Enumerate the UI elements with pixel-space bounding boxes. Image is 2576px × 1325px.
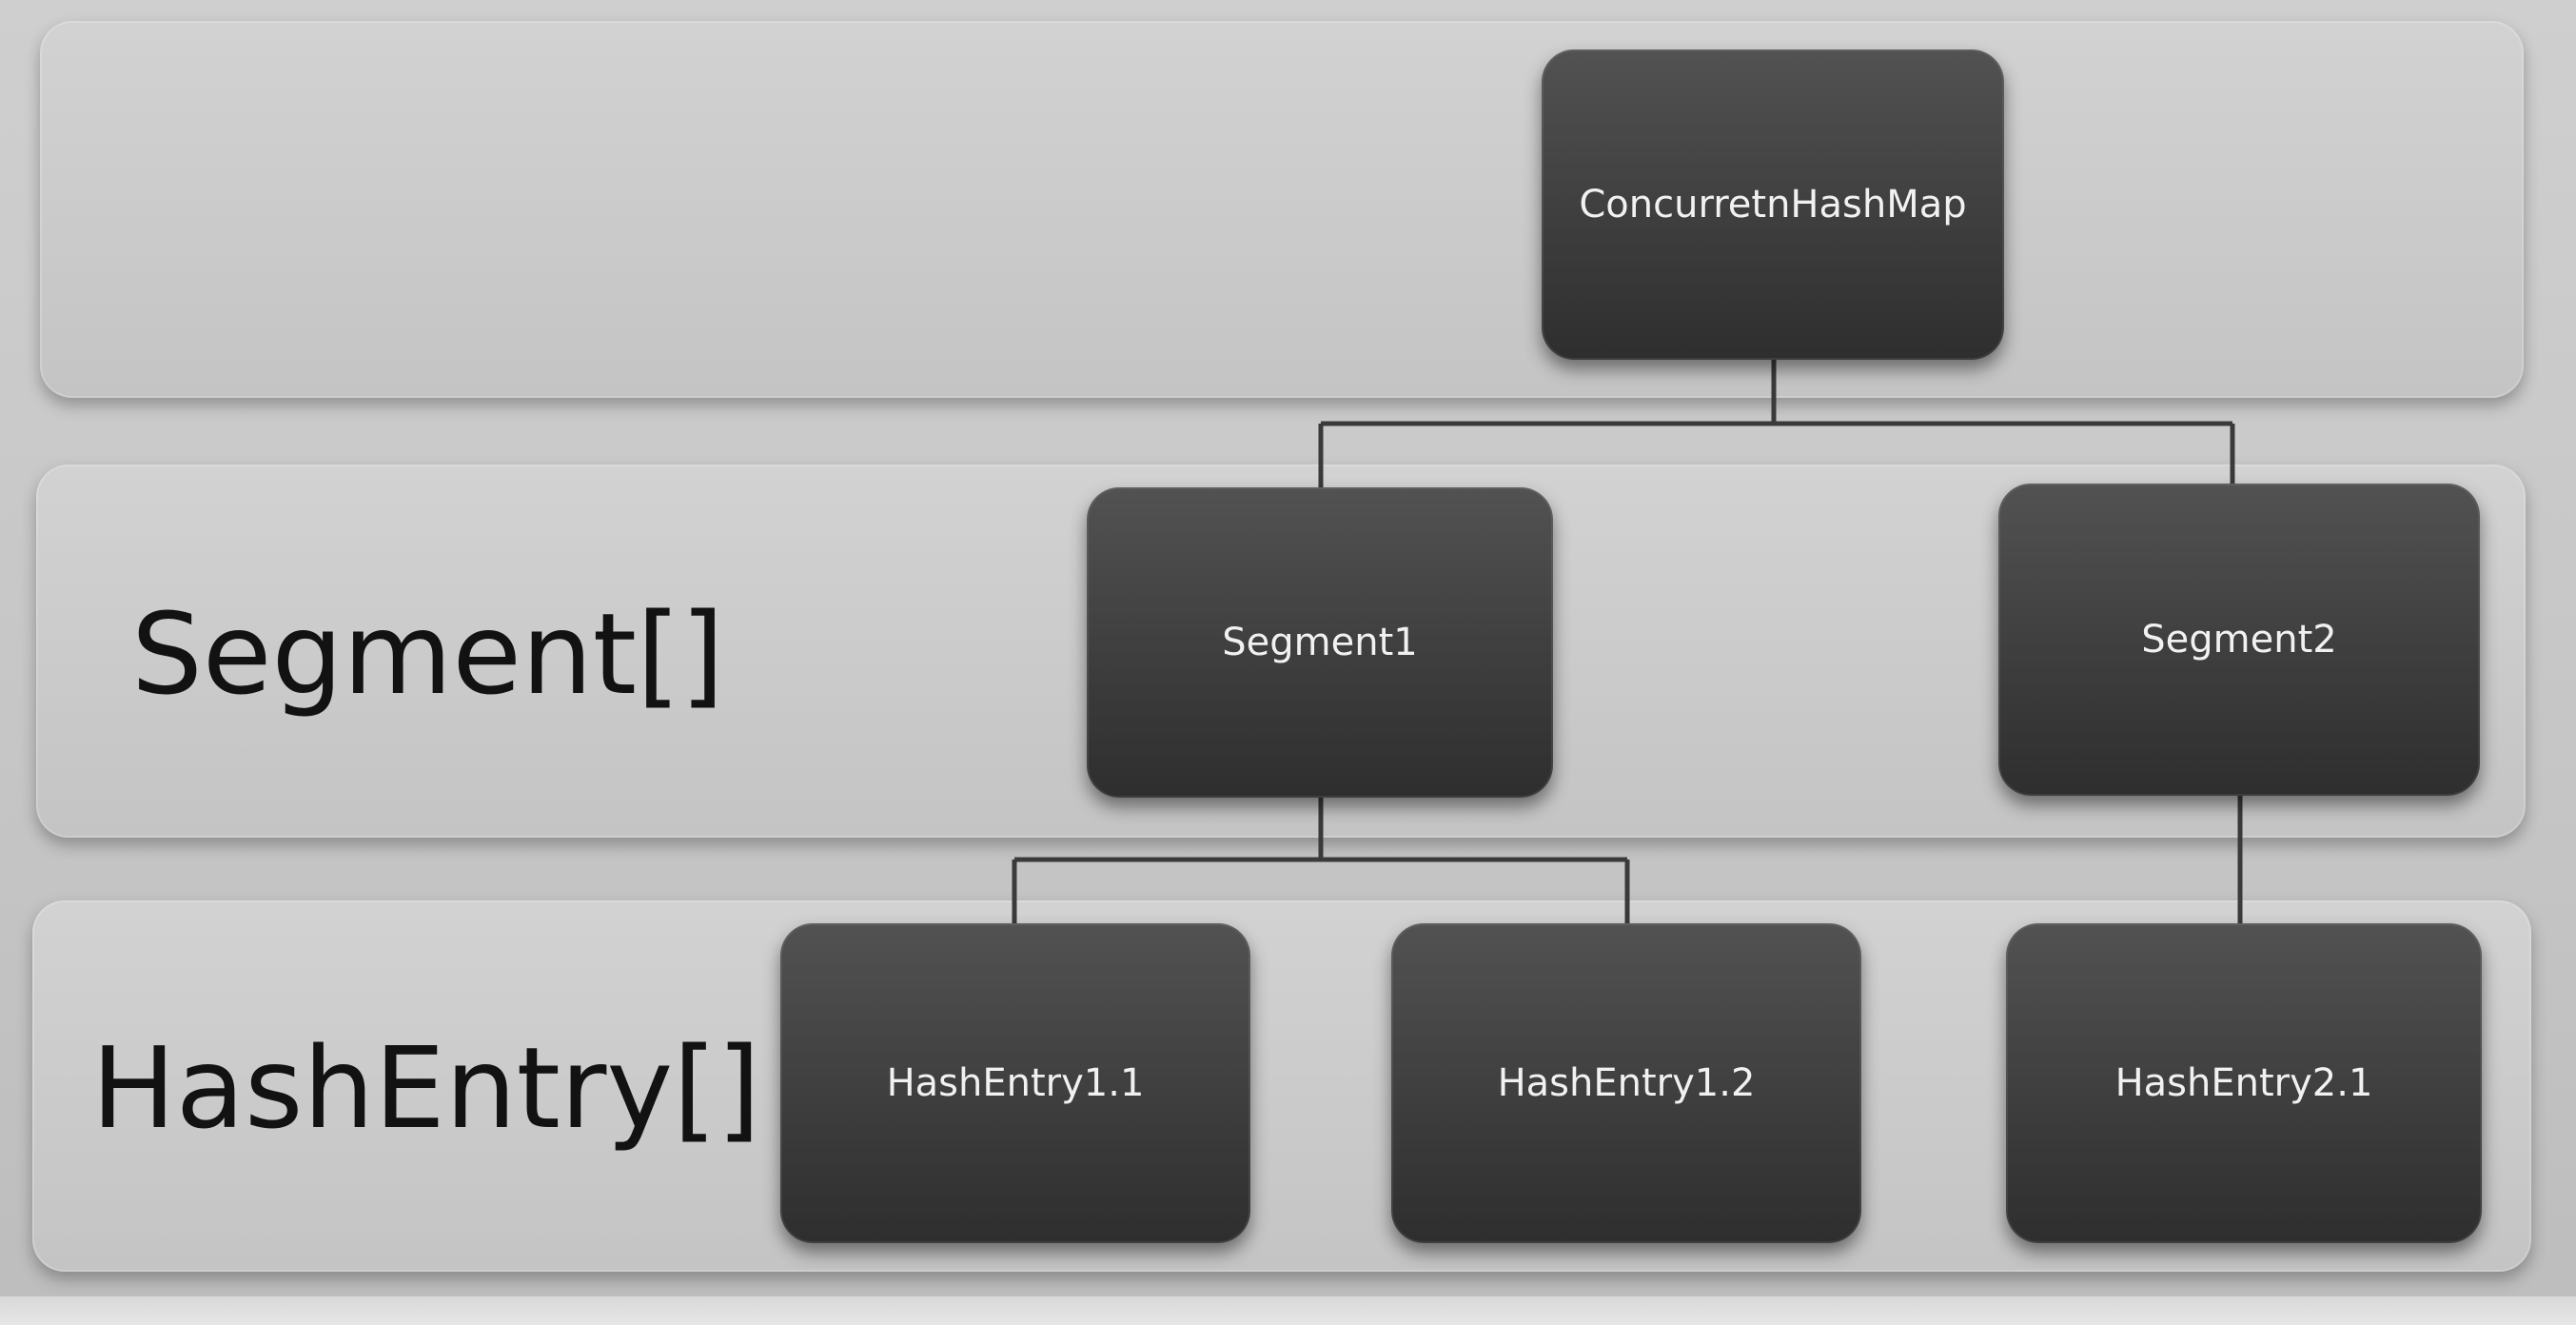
segment1-node: Segment1 — [1087, 487, 1553, 798]
hashentry21-node: HashEntry2.1 — [2006, 923, 2482, 1243]
concurrenthashmap-label: ConcurretnHashMap — [1579, 183, 1967, 227]
top-band — [40, 21, 2524, 398]
hashentry12-node: HashEntry1.2 — [1391, 923, 1861, 1243]
hashentry21-label: HashEntry2.1 — [2114, 1061, 2373, 1105]
segment2-label: Segment2 — [2141, 618, 2337, 662]
segment2-node: Segment2 — [1998, 484, 2480, 796]
page-bottom-strip — [0, 1296, 2576, 1325]
segment-array-label: Segment[] — [131, 588, 725, 720]
hashentry-array-label: HashEntry[] — [91, 1022, 761, 1154]
concurrenthashmap-node: ConcurretnHashMap — [1542, 49, 2004, 360]
hashentry11-label: HashEntry1.1 — [886, 1061, 1145, 1105]
segment1-label: Segment1 — [1222, 621, 1418, 664]
hashentry11-node: HashEntry1.1 — [780, 923, 1250, 1243]
hashentry12-label: HashEntry1.2 — [1497, 1061, 1756, 1105]
